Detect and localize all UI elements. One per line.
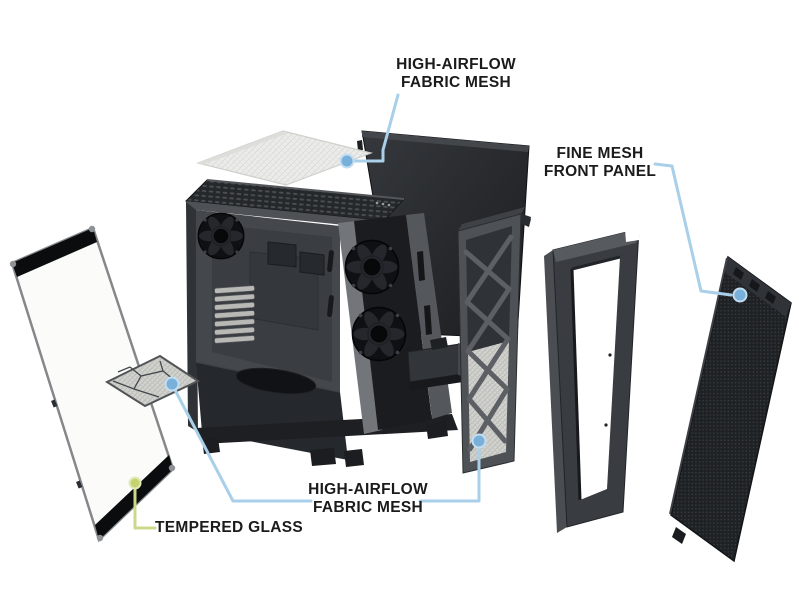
main-chassis xyxy=(184,179,466,467)
leader-top-fabric-mesh xyxy=(352,93,400,163)
leader-bottom-mesh-right xyxy=(418,444,481,503)
ssd-bracket xyxy=(299,251,325,276)
label-top-fabric-mesh: HIGH-AIRFLOW FABRIC MESH xyxy=(372,56,540,91)
panel-clips xyxy=(733,267,776,304)
leader-fine-mesh-front-panel xyxy=(653,162,733,297)
leader-bottom-mesh-left xyxy=(172,386,313,503)
callout-dot-tempered-glass xyxy=(128,476,142,490)
x-lattice xyxy=(463,234,514,452)
fine-mesh-front-panel xyxy=(669,255,792,563)
front-intake-fan-1 xyxy=(344,239,400,295)
label-line: HIGH-AIRFLOW xyxy=(396,56,516,73)
front-panel-frame xyxy=(544,227,640,533)
callout-dot-front-mesh xyxy=(471,433,487,449)
label-line: FABRIC MESH xyxy=(312,498,424,516)
ssd-bracket xyxy=(267,241,297,268)
callout-dot-top-mesh xyxy=(339,153,355,169)
label-line: TEMPERED GLASS xyxy=(155,519,304,536)
case-feet xyxy=(202,421,448,467)
glass-corner-caps xyxy=(9,225,176,542)
callout-dot-fine-mesh xyxy=(732,287,748,303)
label-line: FRONT PANEL xyxy=(543,162,657,180)
front-mesh-frame-x-pattern xyxy=(457,207,531,474)
leader-tempered-glass xyxy=(133,484,157,530)
label-fine-mesh-front-panel: FINE MESH FRONT PANEL xyxy=(527,145,673,180)
label-line: FINE MESH xyxy=(556,145,644,162)
callout-leaders xyxy=(128,93,748,530)
front-intake-fan-2 xyxy=(351,306,407,362)
label-line: HIGH-AIRFLOW xyxy=(308,481,428,498)
shroud-fan-vent xyxy=(235,367,317,395)
label-line: FABRIC MESH xyxy=(400,73,512,91)
rear-exhaust-fan xyxy=(197,212,245,260)
top-io-ports xyxy=(375,201,391,207)
pci-slot-vents xyxy=(214,285,255,344)
bottom-dust-filter-fabric-mesh xyxy=(104,354,201,408)
top-fabric-mesh-filter xyxy=(195,130,374,186)
drive-bracket xyxy=(407,337,466,390)
callout-dot-bottom-filter xyxy=(164,376,180,392)
label-bottom-fabric-mesh: HIGH-AIRFLOW FABRIC MESH xyxy=(284,481,452,516)
label-tempered-glass: TEMPERED GLASS xyxy=(155,519,303,537)
